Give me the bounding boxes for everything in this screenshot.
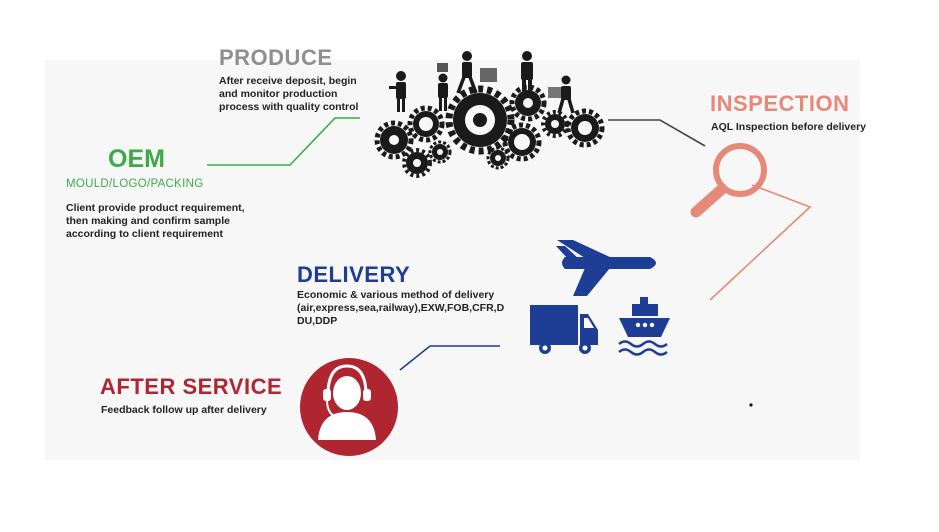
- gear-large: [445, 85, 515, 155]
- delivery-description: Economic & various method of delivery (a…: [297, 289, 505, 327]
- gears-workers-icon: [374, 51, 605, 178]
- worker-3: [456, 51, 497, 94]
- gear-right-3: [565, 108, 605, 148]
- gear-left-1: [374, 120, 414, 160]
- airplane-icon: [556, 240, 656, 296]
- gear-left-3: [402, 148, 432, 178]
- oem-subtitle: MOULD/LOGO/PACKING: [66, 178, 204, 190]
- worker-1: [389, 71, 406, 112]
- truck-icon: [530, 305, 598, 354]
- produce-description: After receive deposit, begin and monitor…: [219, 75, 359, 113]
- gear-top-right: [509, 84, 547, 122]
- inspection-title: INSPECTION: [710, 91, 850, 116]
- gear-right-1: [502, 122, 542, 162]
- background-panel: [45, 60, 860, 460]
- worker-2: [437, 63, 448, 111]
- ship-icon: [618, 297, 670, 356]
- oem-title: OEM: [108, 145, 165, 173]
- inspection-description: AQL Inspection before delivery: [711, 121, 867, 133]
- oem-description: Client provide product requirement, then…: [66, 202, 245, 240]
- worker-5: [548, 75, 575, 114]
- gear-left-4: [428, 140, 452, 164]
- connector-oem-produce: [207, 117, 360, 166]
- delivery-title: DELIVERY: [297, 262, 411, 287]
- headset-agent-icon: [300, 358, 398, 456]
- connector-delivery-after: [399, 345, 500, 371]
- worker-4: [521, 51, 533, 92]
- produce-title: PRODUCE: [219, 45, 333, 70]
- gear-bottom-mid: [486, 146, 510, 170]
- after-service-description: Feedback follow up after delivery: [101, 404, 267, 416]
- gear-right-2: [541, 110, 569, 138]
- gear-left-2: [407, 105, 445, 143]
- magnifier-icon: [690, 143, 767, 218]
- connector-produce-inspection: [608, 119, 706, 147]
- after-service-title: AFTER SERVICE: [100, 374, 283, 399]
- connector-inspection-delivery: [709, 184, 812, 301]
- stray-dot: [749, 403, 753, 407]
